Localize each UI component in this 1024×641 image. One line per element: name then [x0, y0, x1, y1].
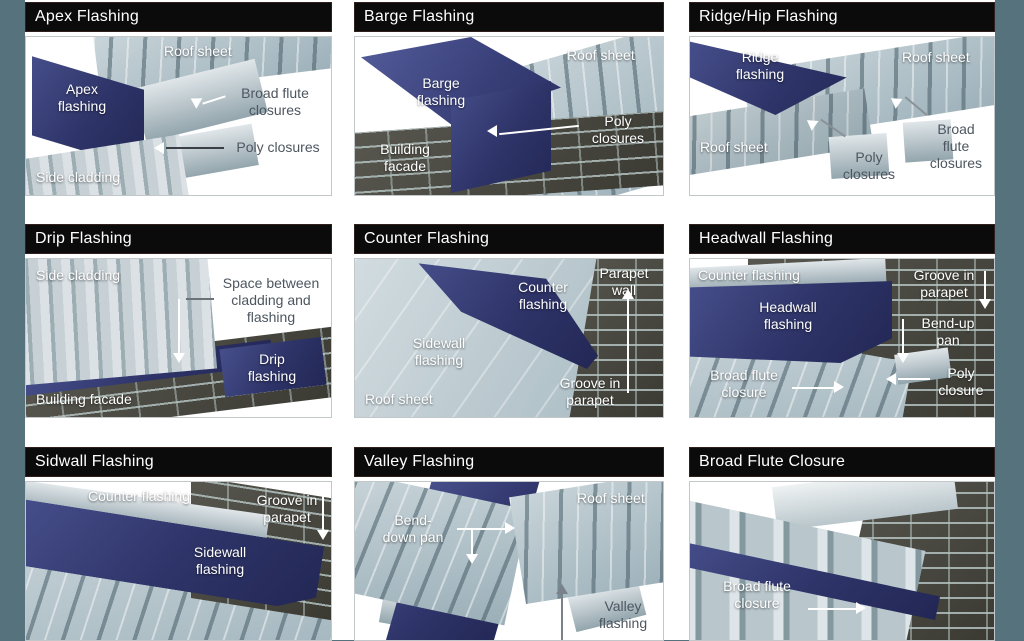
label-side-cladding: Side cladding: [36, 267, 121, 283]
label-broad-flute-closure: Broad flute closure: [723, 578, 791, 611]
leader-line: [792, 387, 834, 389]
leader-line: [902, 319, 904, 353]
arrow-right-icon: [834, 381, 844, 393]
leader-line: [898, 378, 930, 380]
arrow-down-icon: [897, 353, 909, 363]
leader-line: [322, 494, 324, 530]
panel-counter-flashing: Counter Flashing Counter flashing Parape…: [354, 224, 664, 418]
leader-line: [471, 530, 473, 554]
arrow-left-icon: [154, 142, 164, 154]
barge-flashing-front-shape: [451, 81, 551, 193]
valley-flashing-diagram: Bend- down pan Roof sheet Valley flashin…: [354, 481, 664, 641]
label-side-cladding: Side cladding: [36, 169, 121, 185]
label-counter-flashing: Counter flashing: [518, 279, 568, 312]
label-roof-sheet: Roof sheet: [577, 490, 645, 506]
label-valley-flashing: Valley flashing: [598, 598, 648, 631]
title-text: Counter Flashing: [364, 230, 490, 247]
arrow-up-icon: [556, 584, 568, 594]
panel-title-broad-flute-closure: Broad Flute Closure: [689, 447, 995, 477]
label-broad-flute-closure: Broad flute closure: [710, 367, 778, 400]
arrow-left-icon: [886, 373, 896, 385]
label-roof-sheet-bottom: Roof sheet: [700, 139, 768, 155]
label-poly-closures: Poly closures: [591, 113, 645, 146]
label-poly-closures: Poly closures: [236, 139, 320, 155]
headwall-flashing-diagram: Counter flashing Groove in parapet Headw…: [689, 258, 995, 418]
panel-headwall-flashing: Headwall Flashing Counter flashing Groov…: [689, 224, 995, 418]
ridge-hip-flashing-diagram: Ridge flashing Roof sheet Roof sheet Pol…: [689, 36, 995, 196]
label-roof-sheet-top: Roof sheet: [902, 49, 970, 65]
label-groove-in-parapet: Groove in parapet: [256, 492, 318, 525]
panel-title-ridge-hip-flashing: Ridge/Hip Flashing: [689, 2, 995, 32]
label-broad-flute-closures: Broad flute closures: [929, 121, 983, 171]
label-sidewall-flashing: Sidewall flashing: [193, 544, 247, 577]
headwall-flashing-shape: [690, 281, 892, 363]
label-bend-up-pan: Bend-up pan: [921, 315, 975, 348]
counter-flashing-diagram: Counter flashing Parapet wall Sidewall f…: [354, 258, 664, 418]
leader-line: [178, 299, 180, 353]
label-counter-flashing: Counter flashing: [88, 488, 190, 504]
panel-title-apex-flashing: Apex Flashing: [25, 2, 332, 32]
label-building-facade: Building facade: [380, 141, 430, 174]
leader-line: [984, 271, 986, 299]
arrow-up-icon: [622, 289, 634, 299]
panel-title-barge-flashing: Barge Flashing: [354, 2, 664, 32]
title-text: Ridge/Hip Flashing: [699, 8, 838, 25]
title-text: Drip Flashing: [35, 230, 132, 247]
title-text: Broad Flute Closure: [699, 453, 846, 470]
panel-title-headwall-flashing: Headwall Flashing: [689, 224, 995, 254]
label-sidewall-flashing: Sidewall flashing: [412, 335, 466, 368]
leader-line: [186, 298, 214, 300]
leader-line: [166, 147, 224, 149]
panel-valley-flashing: Valley Flashing Bend- down pan Roof shee…: [354, 447, 664, 641]
title-text: Valley Flashing: [364, 453, 475, 470]
label-apex-flashing: Apex flashing: [57, 81, 107, 114]
label-barge-flashing: Barge flashing: [416, 75, 466, 108]
label-groove-in-parapet: Groove in parapet: [559, 375, 621, 408]
apex-flashing-diagram: Roof sheet Apex flashing Broad flute clo…: [25, 36, 332, 196]
panel-drip-flashing: Drip Flashing Side cladding Space betwee…: [25, 224, 332, 418]
panel-title-valley-flashing: Valley Flashing: [354, 447, 664, 477]
arrow-left-icon: [487, 125, 497, 137]
label-roof-sheet: Roof sheet: [567, 47, 635, 63]
label-building-facade: Building facade: [36, 391, 132, 407]
arrow-down-icon: [173, 353, 185, 363]
leader-line: [457, 528, 505, 530]
broad-flute-closure-diagram: Broad flute closure: [689, 481, 995, 641]
arrow-right-icon: [505, 522, 515, 534]
title-text: Sidwall Flashing: [35, 453, 154, 470]
drip-flashing-diagram: Side cladding Space between cladding and…: [25, 258, 332, 418]
label-counter-flashing: Counter flashing: [698, 267, 800, 283]
label-poly-closures: Poly closures: [842, 149, 896, 182]
arrow-down-icon: [317, 530, 329, 540]
arrow-right-icon: [856, 602, 866, 614]
label-groove-in-parapet: Groove in parapet: [913, 267, 975, 300]
title-text: Apex Flashing: [35, 8, 139, 25]
panel-apex-flashing: Apex Flashing Roof sheet Apex flashing B…: [25, 2, 332, 196]
panel-barge-flashing: Barge Flashing Roof sheet Barge flashing…: [354, 2, 664, 196]
arrow-down-icon: [979, 299, 991, 309]
panel-title-sidwall-flashing: Sidwall Flashing: [25, 447, 332, 477]
label-roof-sheet: Roof sheet: [164, 43, 232, 59]
panel-broad-flute-closure: Broad Flute Closure Broad flute closure: [689, 447, 995, 641]
leader-line: [627, 299, 629, 393]
panel-ridge-hip-flashing: Ridge/Hip Flashing Ridge flashing Roof s…: [689, 2, 995, 196]
title-text: Headwall Flashing: [699, 230, 834, 247]
label-ridge-flashing: Ridge flashing: [735, 49, 785, 82]
label-broad-flute-closures: Broad flute closures: [241, 85, 309, 118]
leader-line: [561, 594, 563, 640]
label-drip-flashing: Drip flashing: [247, 351, 297, 384]
panel-title-counter-flashing: Counter Flashing: [354, 224, 664, 254]
arrow-down-icon: [466, 554, 478, 564]
label-space-between: Space between cladding and flashing: [222, 275, 320, 325]
title-text: Barge Flashing: [364, 8, 475, 25]
label-roof-sheet: Roof sheet: [365, 391, 433, 407]
leader-line: [808, 608, 856, 610]
sidwall-flashing-diagram: Counter flashing Groove in parapet Sidew…: [25, 481, 332, 641]
panel-sidwall-flashing: Sidwall Flashing Counter flashing Groove…: [25, 447, 332, 641]
panel-title-drip-flashing: Drip Flashing: [25, 224, 332, 254]
label-poly-closure: Poly closure: [938, 365, 984, 398]
label-headwall-flashing: Headwall flashing: [759, 299, 817, 332]
barge-flashing-diagram: Roof sheet Barge flashing Poly closures …: [354, 36, 664, 196]
label-bend-down-pan: Bend- down pan: [382, 512, 444, 545]
